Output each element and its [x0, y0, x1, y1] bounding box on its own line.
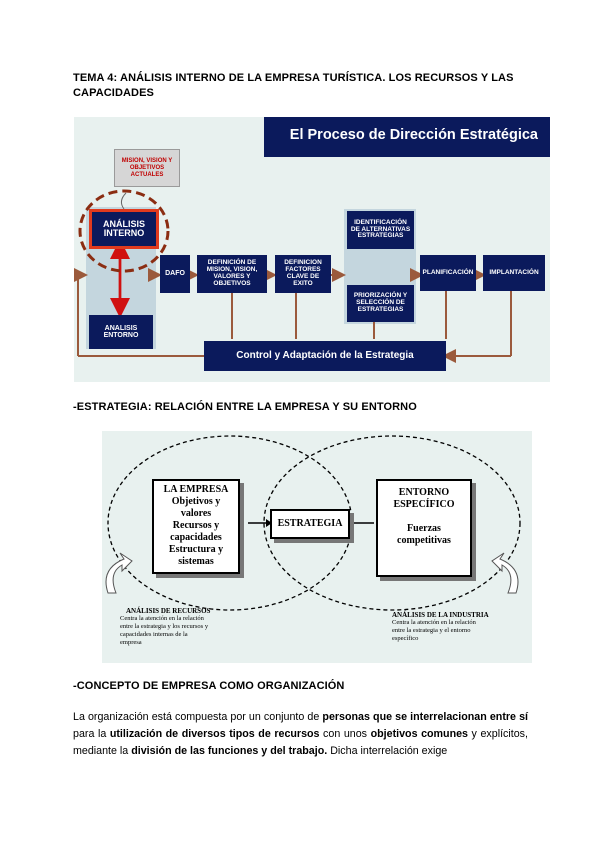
recursos-desc-line: empresa: [120, 639, 142, 646]
empresa-line: LA EMPRESA: [163, 484, 229, 495]
diagram2-shapes: [105, 435, 521, 611]
analisis-recursos-caption: ANÁLISIS DE RECURSOS Centra la atención …: [120, 607, 250, 647]
empresa-line: valores: [180, 508, 212, 519]
factores-clave-box: DEFINICION FACTORES CLAVE DE EXITO: [275, 255, 331, 293]
paragraph-text: Dicha interrelación exige: [327, 745, 448, 757]
analisis-interno-box: ANÁLISIS INTERNO: [89, 209, 159, 249]
diagram-title-bar: El Proceso de Dirección Estratégica: [264, 117, 550, 157]
recursos-title: ANÁLISIS DE RECURSOS: [126, 607, 211, 615]
diagram-title: El Proceso de Dirección Estratégica: [289, 127, 538, 143]
industria-title: ANÁLISIS DE LA INDUSTRIA: [392, 611, 489, 619]
paragraph-bold: objetivos comunes: [370, 728, 468, 740]
definicion-mision-box: DEFINICIÓN DE MISION, VISION, VALORES Y …: [197, 255, 267, 293]
empresa-line: sistemas: [178, 556, 214, 567]
priorizacion-box: PRIORIZACIÓN Y SELECCIÓN DE ESTRATEGIAS: [347, 285, 414, 322]
strategy-environment-diagram: LA EMPRESA Objetivos y valores Recursos …: [102, 431, 532, 663]
recursos-desc-line: capacidades internas de la: [120, 631, 188, 638]
dafo-box: DAFO: [160, 255, 190, 293]
recursos-desc-line: entre la estrategia y los recursos y: [120, 623, 209, 630]
industria-desc-line: Centra la atención en la relación: [392, 619, 476, 626]
empresa-line: capacidades: [170, 532, 222, 543]
entorno-box: ENTORNO ESPECÍFICO Fuerzas competitivas: [376, 479, 472, 577]
industria-desc-line: entre la estrategia y el entorno: [392, 627, 471, 634]
paragraph-text: con unos: [319, 728, 371, 740]
diagram-connectors: [74, 189, 512, 363]
mision-box: MISION, VISION Y OBJETIVOS ACTUALES: [114, 149, 180, 187]
paragraph-text: para la: [73, 728, 110, 740]
entorno-line: ESPECÍFICO: [393, 499, 455, 510]
page-title: TEMA 4: ANÁLISIS INTERNO DE LA EMPRESA T…: [73, 72, 514, 99]
empresa-line: Estructura y: [168, 544, 224, 555]
industria-desc-line: específico: [392, 635, 419, 642]
fuerzas-line: Fuerzas: [407, 523, 441, 534]
body-paragraph: La organización está compuesta por un co…: [73, 709, 528, 760]
entorno-line: ENTORNO: [398, 487, 450, 498]
recursos-desc-line: Centra la atención en la relación: [120, 615, 204, 622]
planificacion-box: PLANIFICACIÓN: [420, 255, 476, 291]
analisis-entorno-box: ANALISIS ENTORNO: [89, 315, 153, 349]
paragraph-text: y explícitos, mediante la: [73, 728, 528, 757]
section-heading-estrategia: -ESTRATEGIA: RELACIÓN ENTRE LA EMPRESA Y…: [73, 401, 417, 413]
control-bar: Control y Adaptación de la Estrategia: [204, 341, 446, 371]
fuerzas-line: competitivas: [397, 535, 451, 546]
paragraph-bold: personas que se interrelacionan entre sí: [322, 711, 529, 723]
strategic-process-diagram: El Proceso de Dirección Estratégica: [74, 117, 550, 382]
identificacion-box: IDENTIFICACIÓN DE ALTERNATIVAS ESTRATEGI…: [347, 211, 414, 249]
section-heading-concepto: -CONCEPTO DE EMPRESA COMO ORGANIZACIÓN: [73, 680, 345, 692]
paragraph-bold: utilización de diversos tipos de recurso…: [109, 728, 320, 740]
implantacion-box: IMPLANTACIÓN: [483, 255, 545, 291]
empresa-box: LA EMPRESA Objetivos y valores Recursos …: [152, 479, 240, 574]
paragraph-bold: división de las funciones y del trabajo.: [131, 745, 328, 757]
empresa-line: Recursos y: [172, 520, 220, 531]
empresa-line: Objetivos y: [171, 496, 221, 507]
estrategia-box: ESTRATEGIA: [270, 509, 350, 539]
analisis-industria-caption: ANÁLISIS DE LA INDUSTRIA Centra la atenc…: [392, 611, 522, 643]
paragraph-text: La organización está compuesta por un co…: [73, 711, 323, 723]
